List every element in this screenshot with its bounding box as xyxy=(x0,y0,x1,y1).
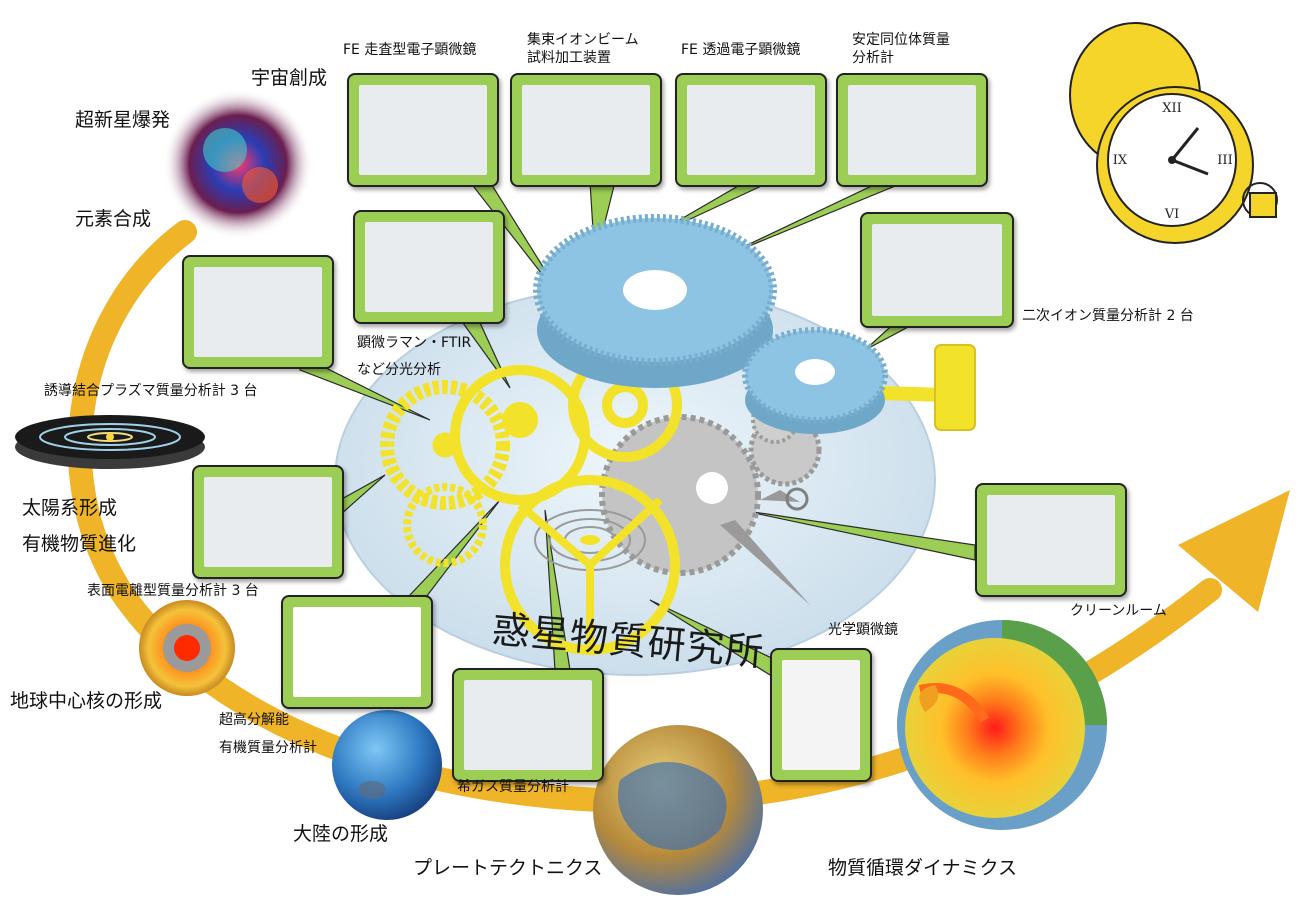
protoplanetary-disc-image xyxy=(15,415,205,469)
label-plate-tectonics: プレートテクトニクス xyxy=(413,857,603,879)
label-hrms-2: 有機質量分析計 xyxy=(219,740,317,756)
winding-crown xyxy=(934,344,976,431)
photo-icp xyxy=(182,255,334,369)
label-irms-2: 分析計 xyxy=(852,50,894,66)
label-raman: 顕微ラマン・FTIR xyxy=(357,335,472,351)
photo-raman xyxy=(353,210,505,324)
photo-tims xyxy=(192,465,344,579)
svg-text:III: III xyxy=(1217,153,1232,168)
blue-gears xyxy=(533,214,888,434)
svg-text:VI: VI xyxy=(1164,207,1180,222)
photo-optical xyxy=(770,648,872,782)
photo-noble xyxy=(452,668,604,782)
photo-fe-sem xyxy=(347,73,499,187)
label-organic-evolution: 有機物質進化 xyxy=(22,533,137,555)
label-core-formation: 地球中心核の形成 xyxy=(10,690,163,712)
label-continent-formation: 大陸の形成 xyxy=(293,823,389,845)
label-optical: 光学顕微鏡 xyxy=(828,622,898,638)
label-tims: 表面電離型質量分析計 3 台 xyxy=(87,583,259,599)
continent-formation-image xyxy=(332,710,442,820)
evolution-arrow-head xyxy=(1178,490,1290,612)
label-cosmos: 宇宙創成 xyxy=(251,67,328,89)
label-fib: 集束イオンビーム xyxy=(527,32,639,48)
svg-text:IX: IX xyxy=(1113,153,1128,168)
photo-clean xyxy=(975,483,1127,597)
photo-irms xyxy=(836,73,988,187)
label-irms: 安定同位体質量 xyxy=(852,32,950,48)
label-hrms: 超高分解能 xyxy=(219,712,289,728)
yellow-gears xyxy=(380,348,946,655)
pocket-watch-icon: XII III VI IX xyxy=(1069,22,1278,244)
photo-fe-tem xyxy=(675,73,827,187)
label-supernova: 超新星爆発 xyxy=(75,109,171,131)
label-material-cycle: 物質循環ダイナミクス xyxy=(828,857,1018,879)
photo-hrms xyxy=(281,595,433,709)
label-fe-sem: FE 走査型電子顕微鏡 xyxy=(343,42,477,58)
photo-fib xyxy=(510,73,662,187)
label-fib-2: 試料加工装置 xyxy=(527,50,611,66)
label-solar-system: 太陽系形成 xyxy=(22,497,118,519)
label-nucleosynthesis: 元素合成 xyxy=(75,208,152,230)
photo-sims xyxy=(860,212,1014,328)
label-sims: 二次イオン質量分析計 2 台 xyxy=(1022,308,1194,324)
earth-cutaway-image xyxy=(897,620,1107,830)
svg-text:XII: XII xyxy=(1162,101,1182,116)
label-icp: 誘導結合プラズマ質量分析計 3 台 xyxy=(44,383,258,399)
label-raman-2: など分光分析 xyxy=(357,362,441,378)
label-clean: クリーンルーム xyxy=(1070,603,1167,619)
label-fe-tem: FE 透過電子顕微鏡 xyxy=(681,42,801,58)
label-noble: 希ガス質量分析計 xyxy=(457,779,569,795)
